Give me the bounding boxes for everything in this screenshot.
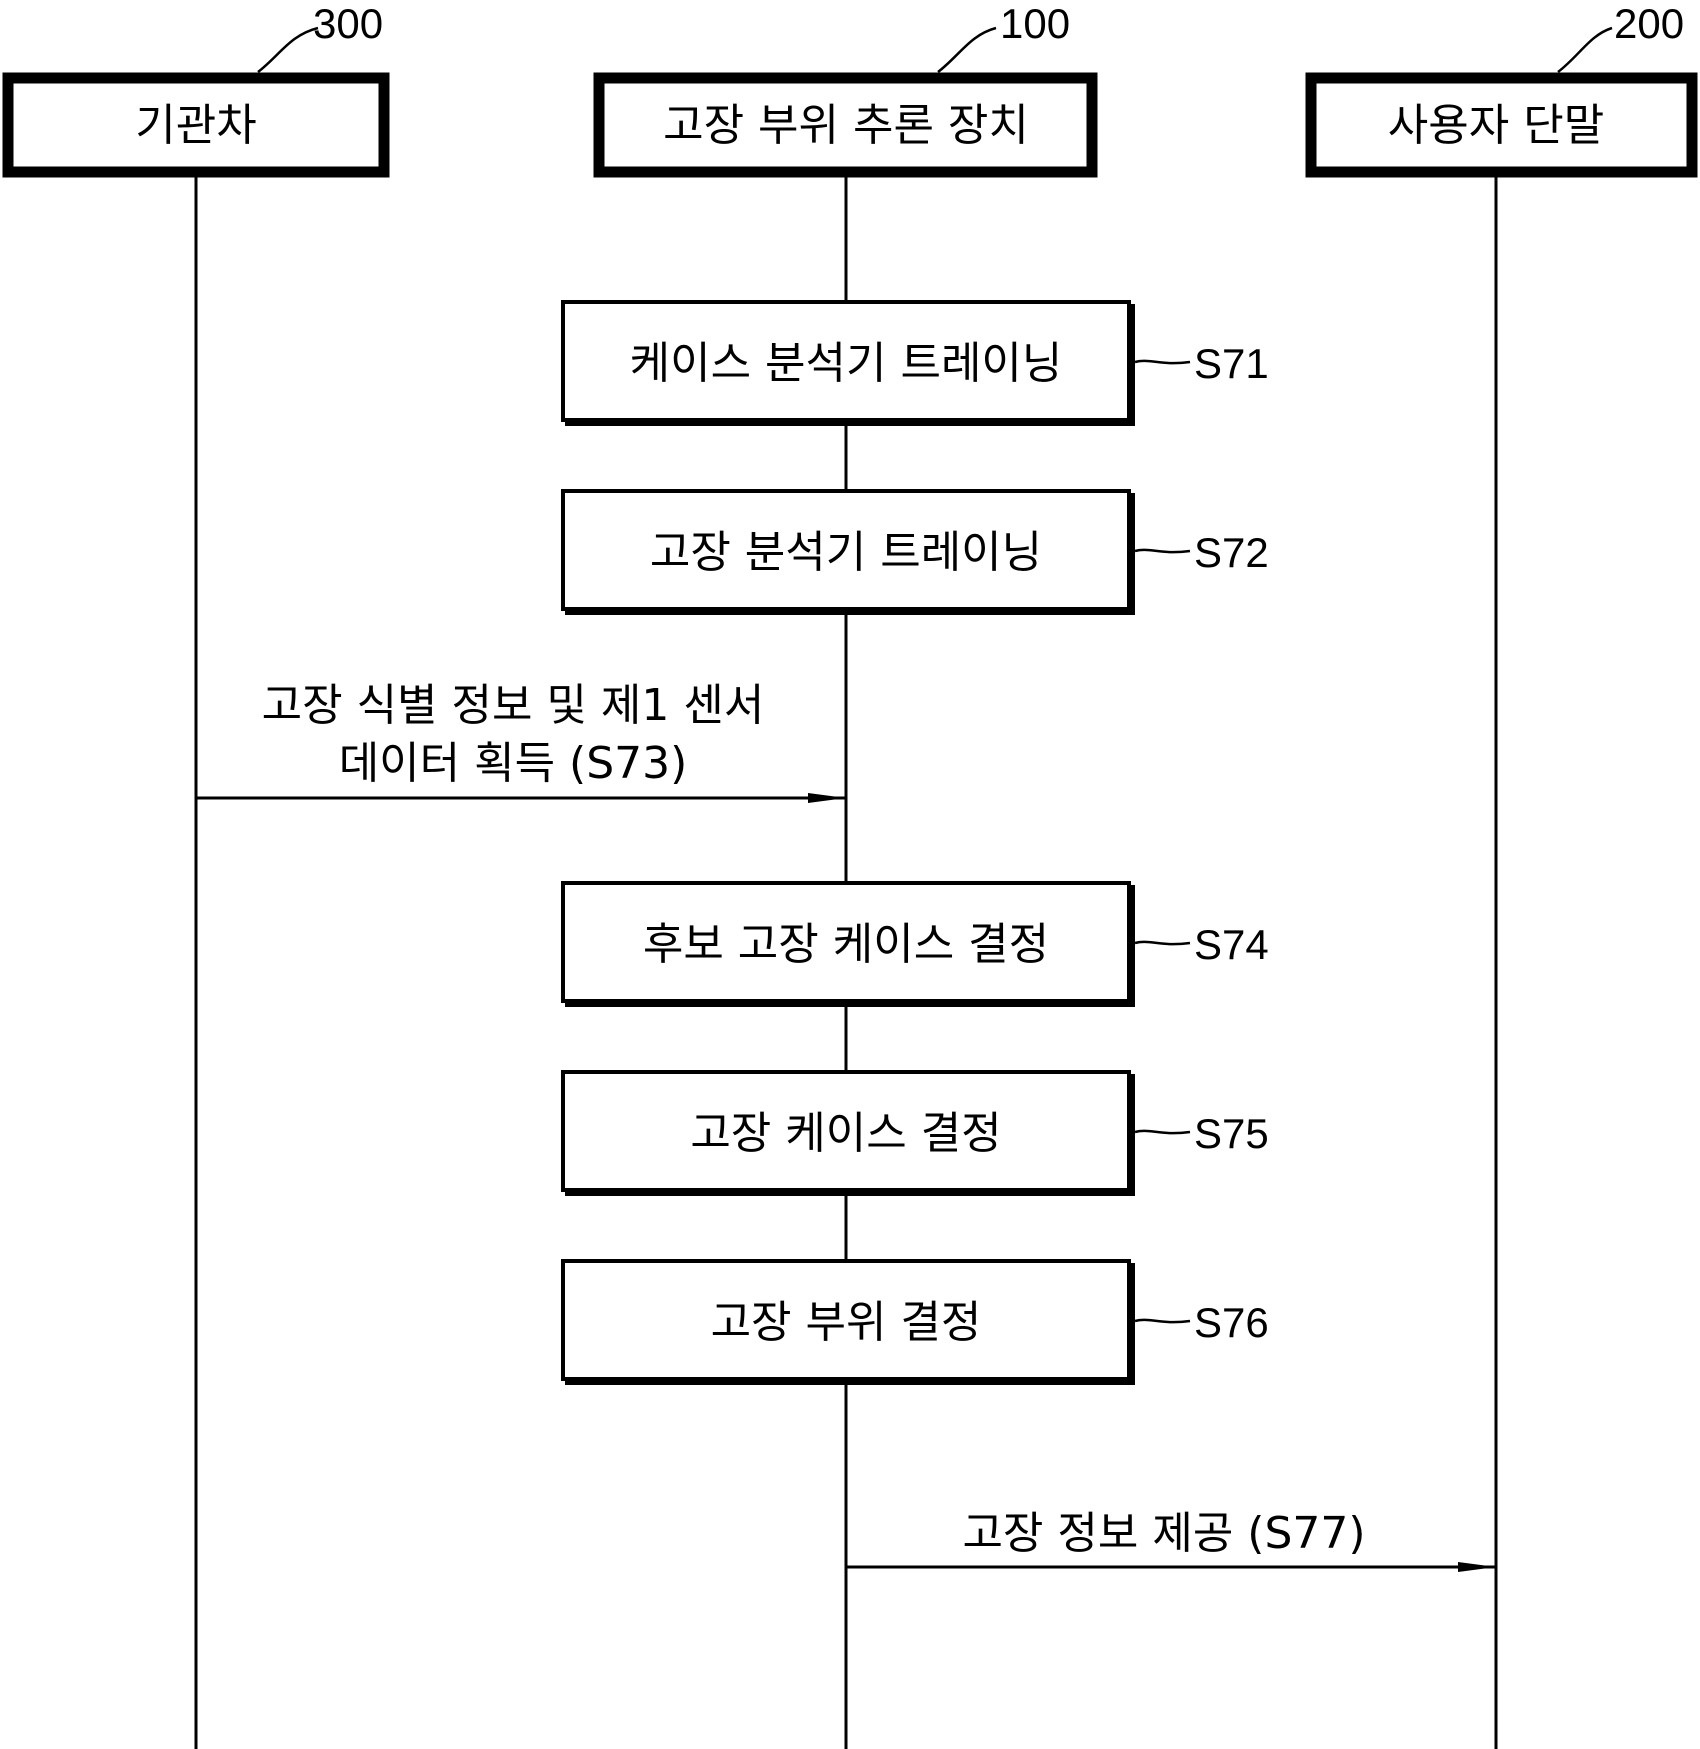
step-label: 고장 분석기 트레이닝 [650, 527, 1042, 578]
step-id: S76 [1194, 1299, 1269, 1346]
leader-line [1134, 548, 1191, 554]
entity-locomotive: 기관차 300 [2, 0, 390, 178]
process-step-s76: 고장 부위 결정 S76 [561, 1259, 1269, 1385]
leader-line [937, 26, 997, 73]
step-id: S72 [1194, 529, 1269, 576]
message-label: 고장 식별 정보 및 제1 센서 [262, 680, 765, 731]
reference-number: 200 [1614, 0, 1684, 47]
leader-line [1134, 940, 1191, 946]
leader-line [1134, 1318, 1191, 1324]
leader-line [257, 26, 319, 73]
step-id: S75 [1194, 1110, 1269, 1157]
step-id: S71 [1194, 340, 1269, 387]
leader-line [1557, 26, 1613, 73]
process-step-s71: 케이스 분석기 트레이닝 S71 [561, 300, 1269, 426]
message-s73: 고장 식별 정보 및 제1 센서 데이터 획득 (S73) [196, 680, 846, 803]
step-label: 후보 고장 케이스 결정 [643, 919, 1049, 970]
entity-user-terminal: 사용자 단말 200 [1305, 0, 1698, 178]
entity-fault-inference-device: 고장 부위 추론 장치 100 [593, 0, 1098, 178]
process-step-s75: 고장 케이스 결정 S75 [561, 1070, 1269, 1196]
leader-line [1134, 359, 1191, 365]
process-step-s72: 고장 분석기 트레이닝 S72 [561, 489, 1269, 615]
entity-label: 사용자 단말 [1388, 100, 1604, 151]
step-label: 고장 부위 결정 [711, 1297, 982, 1348]
message-label: 고장 정보 제공 (S77) [962, 1508, 1365, 1559]
entity-label: 고장 부위 추론 장치 [663, 100, 1029, 151]
message-label: 데이터 획득 (S73) [339, 738, 688, 789]
reference-number: 300 [313, 0, 383, 47]
step-id: S74 [1194, 921, 1269, 968]
reference-number: 100 [1000, 0, 1070, 47]
entity-label: 기관차 [135, 100, 256, 151]
step-label: 고장 케이스 결정 [690, 1108, 1001, 1159]
leader-line [1134, 1129, 1191, 1135]
process-step-s74: 후보 고장 케이스 결정 S74 [561, 881, 1269, 1007]
step-label: 케이스 분석기 트레이닝 [630, 338, 1063, 389]
message-s77: 고장 정보 제공 (S77) [846, 1508, 1496, 1572]
